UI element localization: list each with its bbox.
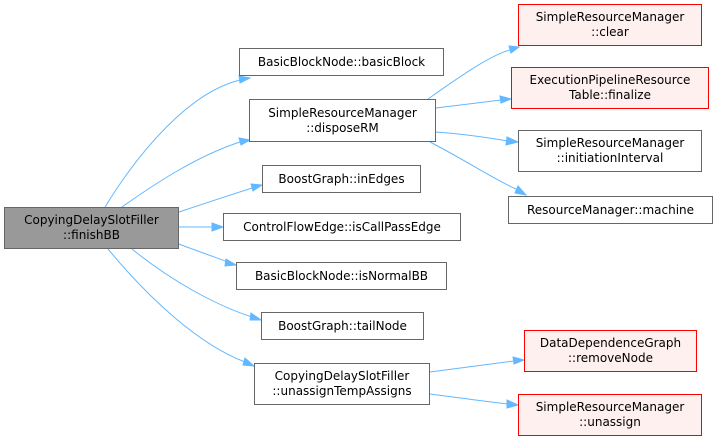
- node-datadependencegraph-removenode[interactable]: DataDependenceGraph ::removeNode: [524, 330, 697, 372]
- arrowhead: [512, 356, 526, 365]
- node-copyingdelayslotfiller-unassigntempassigns[interactable]: CopyingDelaySlotFiller ::unassignTempAss…: [254, 363, 430, 405]
- arrowhead: [211, 222, 225, 232]
- node-boostgraph-inedges[interactable]: BoostGraph::inEdges: [262, 165, 421, 193]
- edge-disposerm-initiation: [435, 131, 509, 142]
- node-label: DataDependenceGraph: [539, 336, 682, 350]
- node-label: ::removeNode: [568, 351, 653, 365]
- arrowhead: [505, 136, 520, 146]
- node-label: ::unassign: [579, 415, 641, 429]
- arrowhead: [224, 258, 238, 267]
- node-label: BasicBlockNode::basicBlock: [257, 54, 426, 69]
- arrowhead: [238, 137, 252, 146]
- node-label: Table::finalize: [569, 88, 651, 102]
- edge-unassign-srmunassign: [429, 393, 509, 405]
- node-label: ::disposeRM: [306, 120, 379, 135]
- edge-disposerm-clear: [427, 49, 511, 100]
- node-controlflowedge-iscallpassedge[interactable]: ControlFlowEdge::isCallPassEdge: [223, 213, 461, 241]
- node-label: CopyingDelaySlotFiller: [24, 213, 159, 227]
- node-boostgraph-tailnode[interactable]: BoostGraph::tailNode: [261, 312, 424, 340]
- arrowhead: [242, 357, 256, 367]
- node-label: SimpleResourceManager: [535, 400, 685, 414]
- node-copyingdelayslotfiller-finishbb: CopyingDelaySlotFiller ::finishBB: [4, 207, 179, 249]
- arrowhead: [499, 95, 513, 104]
- arrowhead: [249, 312, 263, 321]
- node-simpleresourcemanager-initiationinterval[interactable]: SimpleResourceManager ::initiationInterv…: [518, 130, 702, 172]
- edge-finishbb-basicblock: [104, 79, 241, 208]
- node-label: ::initiationInterval: [556, 151, 664, 165]
- node-resourcemanager-machine[interactable]: ResourceManager::machine: [508, 196, 713, 224]
- arrowhead: [508, 45, 521, 54]
- node-basicblocknode-isnormalbb[interactable]: BasicBlockNode::isNormalBB: [236, 262, 447, 290]
- arrowhead: [238, 75, 252, 84]
- edge-disposerm-finalize: [435, 99, 502, 109]
- node-label: ::finishBB: [63, 228, 120, 242]
- node-label: ResourceManager::machine: [526, 202, 695, 217]
- arrowhead: [506, 399, 520, 409]
- edge-finishbb-isnormalbb: [175, 242, 229, 263]
- edge-finishbb-unassigntemp: [107, 248, 246, 363]
- arrowhead: [250, 183, 264, 192]
- node-label: SimpleResourceManager: [535, 136, 685, 150]
- node-label: ControlFlowEdge::isCallPassEdge: [243, 219, 441, 234]
- node-label: CopyingDelaySlotFiller: [274, 369, 410, 383]
- node-simpleresourcemanager-clear[interactable]: SimpleResourceManager ::clear: [518, 4, 702, 46]
- node-label: BasicBlockNode::isNormalBB: [254, 268, 429, 283]
- edge-unassign-removenode: [429, 360, 515, 373]
- node-label: ::clear: [591, 25, 629, 39]
- node-label: BoostGraph::tailNode: [278, 318, 407, 333]
- node-label: BoostGraph::inEdges: [278, 171, 405, 186]
- arrowhead: [514, 185, 528, 196]
- node-label: SimpleResourceManager: [535, 10, 685, 24]
- edge-finishbb-disposerm: [121, 141, 241, 208]
- node-simpleresourcemanager-unassign[interactable]: SimpleResourceManager ::unassign: [518, 394, 702, 436]
- node-executionpipelineresourcetable-finalize[interactable]: ExecutionPipelineResource Table::finaliz…: [511, 67, 709, 109]
- node-label: ::unassignTempAssigns: [272, 384, 412, 398]
- node-label: SimpleResourceManager: [268, 105, 417, 120]
- edge-disposerm-machine: [429, 141, 519, 191]
- node-basicblocknode-basicblock[interactable]: BasicBlockNode::basicBlock: [239, 48, 444, 76]
- edge-finishbb-tailnode: [131, 248, 253, 318]
- edge-finishbb-inedges: [175, 187, 253, 214]
- node-label: ExecutionPipelineResource: [529, 73, 691, 87]
- node-simpleresourcemanager-disposerm[interactable]: SimpleResourceManager ::disposeRM: [249, 99, 436, 142]
